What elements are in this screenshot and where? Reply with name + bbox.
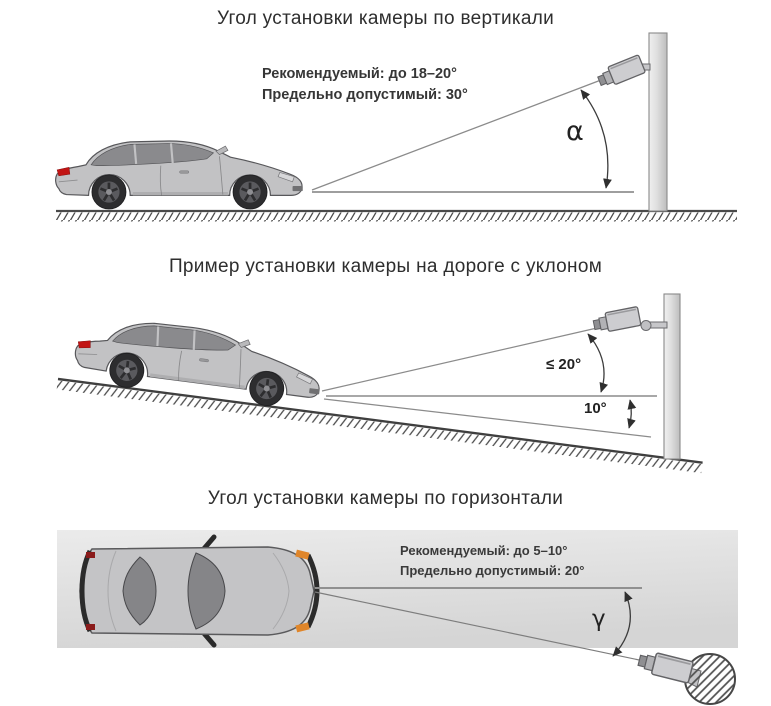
scene-vertical — [54, 32, 737, 222]
angle-arc — [580, 89, 612, 189]
car-side-icon — [54, 139, 305, 211]
pole-icon — [663, 293, 681, 460]
road-surface — [56, 209, 737, 222]
grade-angle-arrow — [627, 399, 637, 429]
road-parallel-line — [323, 398, 652, 438]
camera-axis-line — [321, 327, 598, 392]
gamma-angle-label: γ — [592, 606, 606, 632]
camera-mount — [640, 320, 668, 331]
max-allowed-angle-text: Предельно допустимый: 20° — [400, 563, 585, 578]
road-grade-label: 10° — [584, 400, 607, 417]
recommended-angle-text: Рекомендуемый: до 5–10° — [400, 543, 568, 558]
section-title-vertical: Угол установки камеры по вертикали — [216, 8, 555, 29]
recommended-angle-text: Рекомендуемый: до 18–20° — [262, 66, 457, 82]
pole-icon — [648, 32, 668, 212]
alpha-angle-label: α — [566, 116, 584, 147]
car-top-icon — [80, 537, 317, 645]
cctv-camera-icon — [594, 53, 647, 91]
section-title-horizontal: Угол установки камеры по горизонтали — [207, 488, 564, 509]
cctv-camera-icon — [635, 648, 695, 685]
camera-axis-line — [314, 591, 645, 662]
camera-angle-label: ≤ 20° — [546, 356, 582, 373]
sloped-road-surface — [56, 377, 703, 474]
horizontal-angle-note: Рекомендуемый: до 5–10° Предельно допуст… — [400, 541, 585, 581]
scene-slope — [56, 293, 703, 474]
section-title-slope: Пример установки камеры на дороге с укло… — [168, 256, 603, 277]
max-allowed-angle-text: Предельно допустимый: 30° — [262, 87, 468, 103]
vertical-angle-note: Рекомендуемый: до 18–20° Предельно допус… — [262, 64, 468, 106]
scene-horizontal — [57, 530, 738, 705]
cctv-camera-icon — [591, 305, 642, 335]
angle-arc — [587, 333, 608, 393]
camera-axis-line — [311, 79, 602, 191]
angle-arc — [612, 591, 633, 657]
